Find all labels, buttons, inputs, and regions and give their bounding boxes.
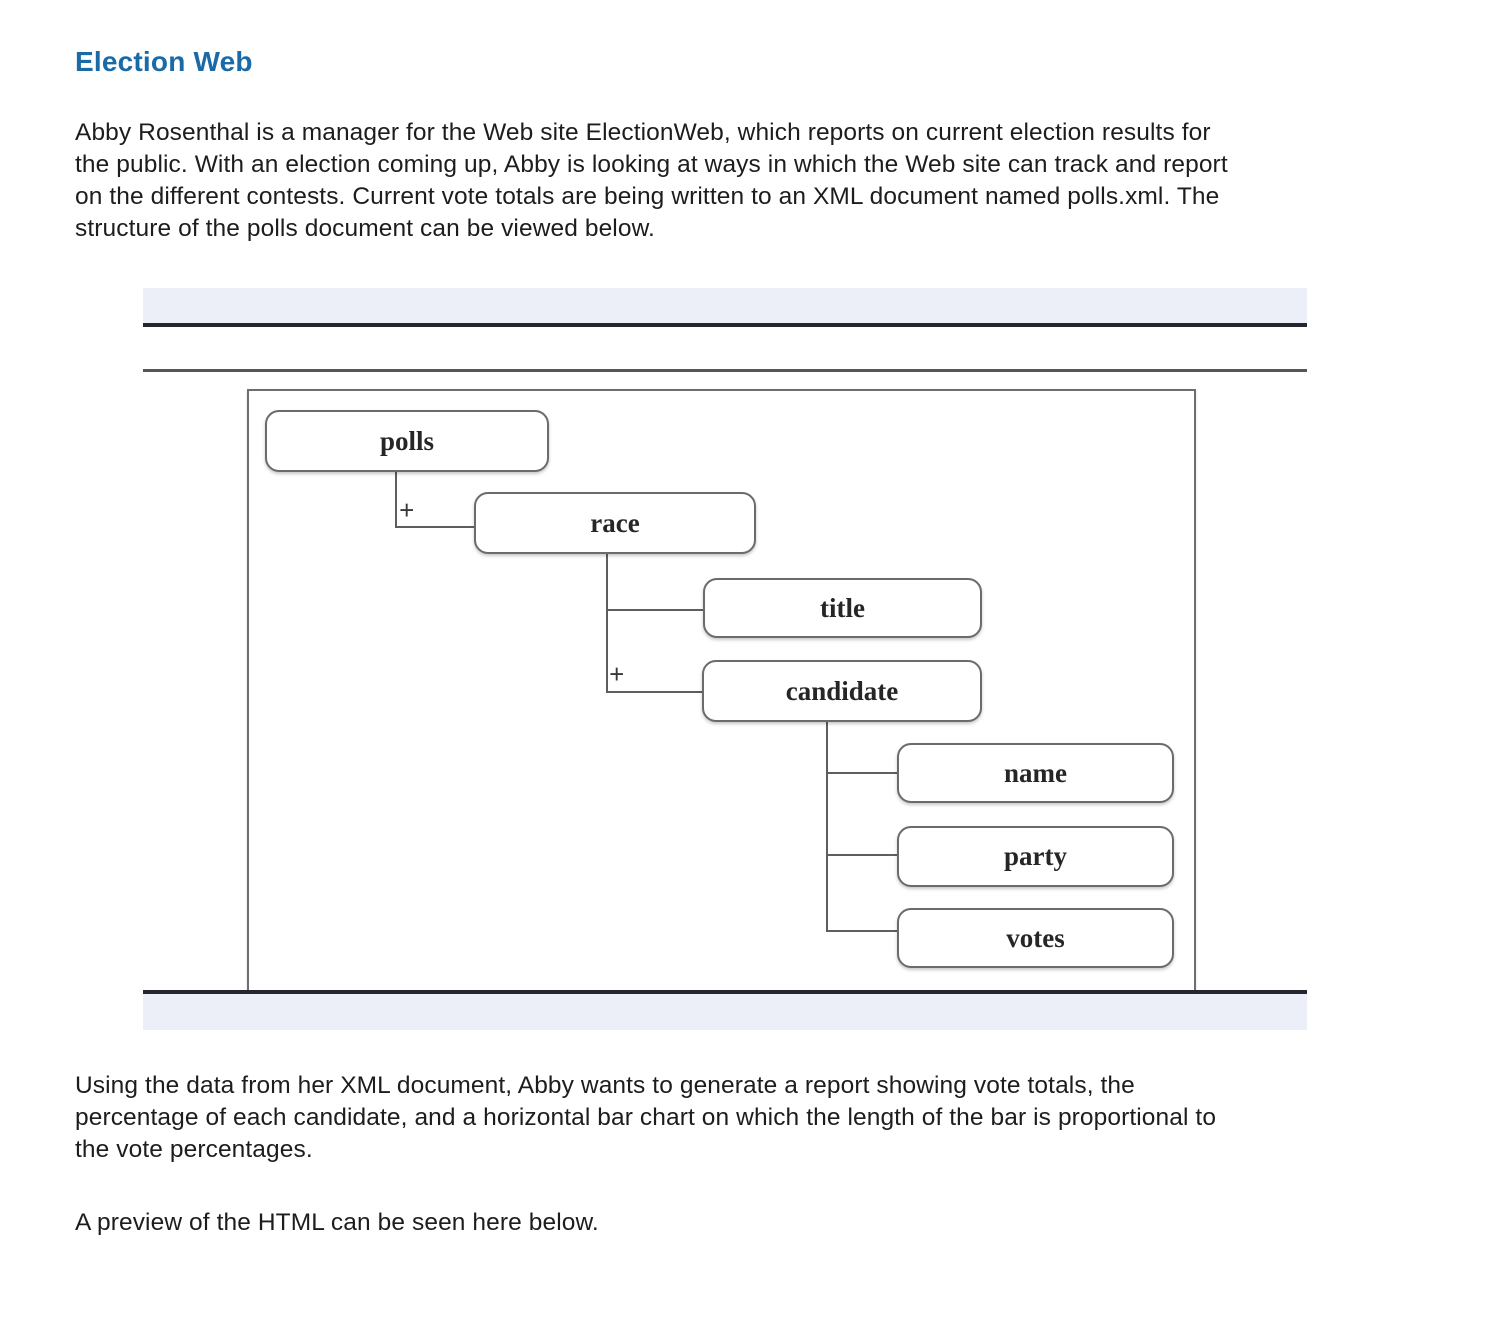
tree-node-race: race — [474, 492, 756, 554]
connector-to-candidate — [606, 691, 703, 693]
screenshot-top-dark-rule — [143, 323, 1307, 327]
screenshot-footer-band — [143, 994, 1307, 1030]
tree-node-party: party — [897, 826, 1174, 887]
report-paragraph: Using the data from her XML document, Ab… — [75, 1072, 1217, 1163]
tree-node-title: title — [703, 578, 982, 638]
connector-to-name — [826, 772, 898, 774]
occurrence-plus-race: + — [399, 495, 415, 525]
connector-candidate-down — [826, 721, 828, 932]
connector-to-party — [826, 854, 898, 856]
screenshot-header-band — [143, 288, 1307, 323]
tree-node-name: name — [897, 743, 1174, 803]
preview-paragraph: A preview of the HTML can be seen here b… — [75, 1209, 599, 1236]
tree-node-polls: polls — [265, 410, 549, 472]
connector-polls-down — [395, 472, 397, 528]
page-title: Election Web — [75, 46, 253, 77]
tree-node-candidate: candidate — [702, 660, 982, 722]
connector-to-race — [395, 526, 475, 528]
connector-race-down — [606, 553, 608, 693]
screenshot-bottom-dark-rule — [143, 990, 1307, 994]
connector-to-title — [606, 609, 704, 611]
connector-to-votes — [826, 930, 898, 932]
intro-paragraph: Abby Rosenthal is a manager for the Web … — [75, 119, 1228, 242]
screenshot-top-gray-rule — [143, 369, 1307, 372]
occurrence-plus-candidate: + — [609, 659, 625, 689]
tree-node-votes: votes — [897, 908, 1174, 968]
